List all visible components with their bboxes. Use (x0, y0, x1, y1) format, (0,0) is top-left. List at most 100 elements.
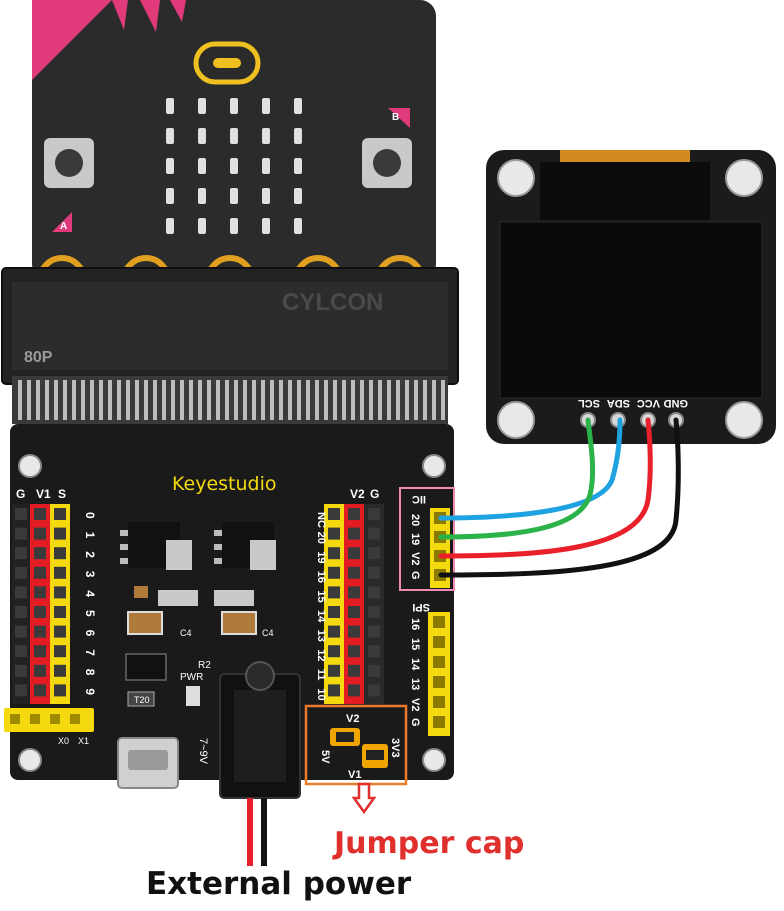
header-pin[interactable] (15, 664, 27, 677)
header-pin[interactable] (54, 606, 66, 618)
spi-pin[interactable] (433, 696, 445, 708)
connector-pin (27, 380, 31, 420)
micro-usb-port[interactable] (117, 737, 179, 789)
header-pin[interactable] (54, 645, 66, 658)
microbit-button-b[interactable] (362, 138, 412, 188)
header-pin[interactable] (348, 586, 360, 599)
header-pin[interactable] (34, 508, 46, 520)
header-pin[interactable] (348, 625, 360, 638)
iic-pin-label: 19 (409, 533, 421, 545)
header-pin[interactable] (15, 606, 27, 618)
header-pin[interactable] (34, 684, 46, 697)
button-b-label: B (392, 112, 399, 123)
header-pin[interactable] (34, 586, 46, 599)
spi-pin[interactable] (433, 656, 445, 668)
header-pin[interactable] (348, 566, 360, 579)
header-pin[interactable] (34, 645, 46, 658)
header-pin[interactable] (15, 547, 27, 560)
header-pin[interactable] (328, 645, 340, 658)
header-pin[interactable] (54, 508, 66, 520)
connector-pin (378, 380, 382, 420)
header-pin[interactable] (368, 664, 380, 677)
connector-pin (144, 380, 148, 420)
header-pin[interactable] (328, 508, 340, 520)
header-pin[interactable] (54, 586, 66, 599)
header-pin[interactable] (328, 547, 340, 560)
pin-number-right: 13 (315, 630, 327, 642)
header-pin[interactable] (348, 684, 360, 697)
header-pin[interactable] (368, 566, 380, 579)
header-pin[interactable] (34, 547, 46, 560)
header-pin[interactable] (34, 527, 46, 540)
header-pin[interactable] (15, 586, 27, 599)
header-pin[interactable] (15, 527, 27, 540)
header-pin[interactable] (54, 566, 66, 579)
iic-header-body[interactable] (430, 508, 450, 588)
header-pin[interactable] (54, 547, 66, 560)
header-pin[interactable] (328, 684, 340, 697)
microbit-button-a[interactable] (44, 138, 94, 188)
led (262, 188, 270, 204)
left-pin-headers[interactable] (12, 504, 70, 704)
iic-pin-label: 20 (409, 514, 421, 526)
header-pin[interactable] (15, 684, 27, 697)
mount-hole (422, 454, 446, 478)
header-pin[interactable] (368, 547, 380, 560)
spi-pin[interactable] (433, 616, 445, 628)
jumper-cap[interactable] (330, 728, 388, 768)
header-pin[interactable] (54, 527, 66, 540)
header-pin[interactable] (328, 625, 340, 638)
header-pin[interactable] (54, 664, 66, 677)
header-pin[interactable] (368, 527, 380, 540)
header-pin[interactable] (348, 547, 360, 560)
header-pin[interactable] (368, 586, 380, 599)
led (294, 188, 302, 204)
external-power-cable (247, 798, 267, 866)
right-pin-headers[interactable] (324, 504, 384, 704)
pin-number-right: 11 (315, 669, 327, 681)
header-pin[interactable] (15, 645, 27, 658)
shield-brand: Keyestudio (172, 473, 277, 495)
header-pin[interactable] (368, 645, 380, 658)
header-pin[interactable] (348, 664, 360, 677)
header-pin[interactable] (348, 645, 360, 658)
header-pin[interactable] (34, 606, 46, 618)
header-pin[interactable] (328, 606, 340, 618)
spi-pin[interactable] (433, 716, 445, 728)
header-pin[interactable] (348, 508, 360, 520)
spi-pin-label: 15 (409, 638, 421, 650)
pin-number-left: 6 (83, 630, 97, 637)
spi-pin[interactable] (433, 676, 445, 688)
header-pin[interactable] (34, 566, 46, 579)
led (230, 98, 238, 114)
header-pin[interactable] (15, 566, 27, 579)
dc-power-jack[interactable] (219, 661, 301, 799)
header-pin[interactable] (368, 684, 380, 697)
header-pin[interactable] (368, 508, 380, 520)
header-pin[interactable] (34, 625, 46, 638)
header-pin[interactable] (15, 625, 27, 638)
header-pin[interactable] (54, 625, 66, 638)
connector-pin (126, 380, 130, 420)
header-pin[interactable] (15, 508, 27, 520)
header-pin[interactable] (54, 684, 66, 697)
header-pin[interactable] (368, 606, 380, 618)
header-pin[interactable] (368, 625, 380, 638)
spi-pin[interactable] (433, 636, 445, 648)
microbit-board: A B (32, 0, 436, 281)
header-pin[interactable] (34, 664, 46, 677)
led (198, 158, 206, 174)
pin-number-left: 0 (83, 512, 97, 519)
jumper-label-v1: V1 (348, 769, 361, 781)
header-pin[interactable] (348, 527, 360, 540)
header-pin[interactable] (328, 527, 340, 540)
header-pin[interactable] (328, 586, 340, 599)
header-pin[interactable] (348, 606, 360, 618)
header-pin[interactable] (328, 566, 340, 579)
header-pin[interactable] (328, 664, 340, 677)
oled-pin-label: GND (664, 397, 689, 409)
